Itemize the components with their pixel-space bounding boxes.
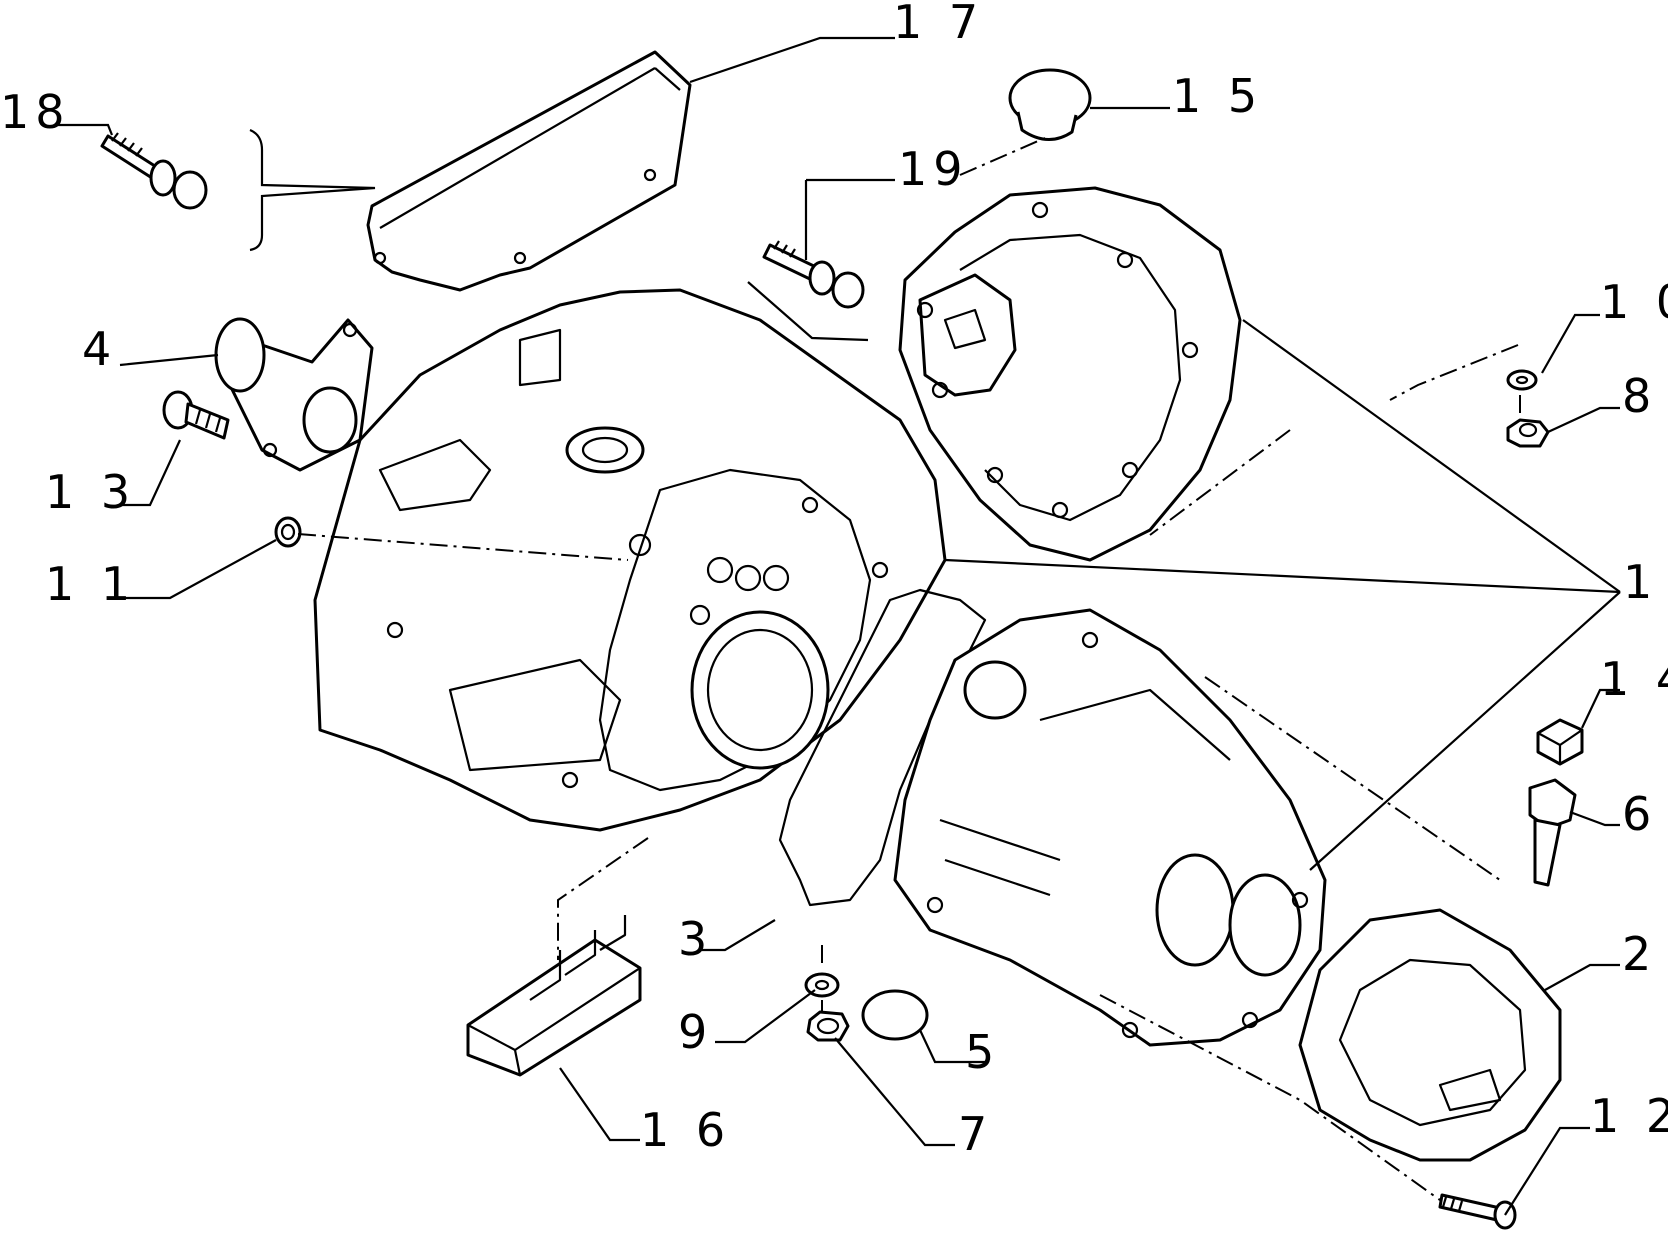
- callout-7: 7: [958, 1107, 993, 1161]
- callout-9: 9: [678, 1005, 713, 1059]
- callout-18: 18: [0, 85, 71, 139]
- callout-17: 1 7: [893, 0, 984, 49]
- part-10-washer: [1506, 369, 1538, 391]
- leader-5: [919, 1029, 985, 1064]
- leader-19: [804, 178, 895, 260]
- callout-1: 1: [1623, 555, 1658, 609]
- part-6-switch: [1528, 778, 1577, 887]
- callout-13: 1 3: [45, 465, 136, 519]
- part-13-bleed-screw: [162, 390, 230, 440]
- part-12-bolt: [1438, 1193, 1517, 1230]
- part-8-nut: [1506, 418, 1550, 448]
- part-15-plug: [1008, 68, 1092, 141]
- part-19-bolt: [762, 240, 865, 309]
- part-14-block: [1536, 718, 1584, 766]
- leader-13: [120, 439, 181, 507]
- leader-11: [120, 539, 277, 600]
- leader-1-b: [944, 558, 1621, 594]
- leader-1-c: [1309, 591, 1621, 871]
- part-1-main-casing: [313, 288, 947, 832]
- callout-10: 1 0: [1600, 275, 1668, 329]
- assembly-line: [297, 533, 629, 561]
- callout-2: 2: [1622, 927, 1657, 981]
- part-4-release-cylinder: [214, 317, 374, 472]
- leader-14: [1581, 688, 1620, 729]
- callout-14: 1 4: [1600, 652, 1668, 706]
- bracket-18: [249, 128, 376, 252]
- leader-8: [1547, 406, 1620, 433]
- callout-16: 1 6: [640, 1103, 731, 1157]
- leader-16: [559, 1067, 640, 1142]
- part-7-drain-plug: [806, 1010, 850, 1042]
- callout-8: 8: [1622, 369, 1657, 423]
- part-11-small-plug: [274, 516, 302, 548]
- callout-12: 1 2: [1590, 1089, 1668, 1143]
- leader-18: [55, 123, 114, 136]
- part-1-gearbox-housing: [893, 608, 1327, 1047]
- leader-9: [715, 989, 816, 1044]
- part-17-cover-plate: [366, 50, 692, 292]
- part-18-bolt: [100, 132, 208, 210]
- leader-12: [1504, 1126, 1590, 1216]
- callout-11: 1 1: [45, 557, 136, 611]
- part-16-bracket: [466, 915, 642, 1077]
- part-1-bell-housing: [898, 186, 1242, 562]
- leader-2: [1544, 963, 1620, 991]
- part-3-gasket: [778, 588, 987, 907]
- callout-15: 1 5: [1172, 69, 1263, 123]
- leader-17: [689, 36, 895, 84]
- callout-3: 3: [678, 912, 713, 966]
- callout-19: 19: [898, 142, 969, 196]
- leader-1-a: [1242, 319, 1621, 593]
- leader-4: [119, 353, 219, 367]
- part-2-end-cover: [1298, 908, 1562, 1162]
- part-5-cap: [861, 989, 929, 1041]
- leader-3: [700, 919, 776, 952]
- callout-6: 6: [1622, 787, 1657, 841]
- leader-6: [1569, 810, 1620, 827]
- callout-4: 4: [82, 322, 117, 376]
- leader-10: [1541, 313, 1600, 374]
- leader-7: [834, 1037, 955, 1147]
- callout-5: 5: [965, 1025, 1000, 1079]
